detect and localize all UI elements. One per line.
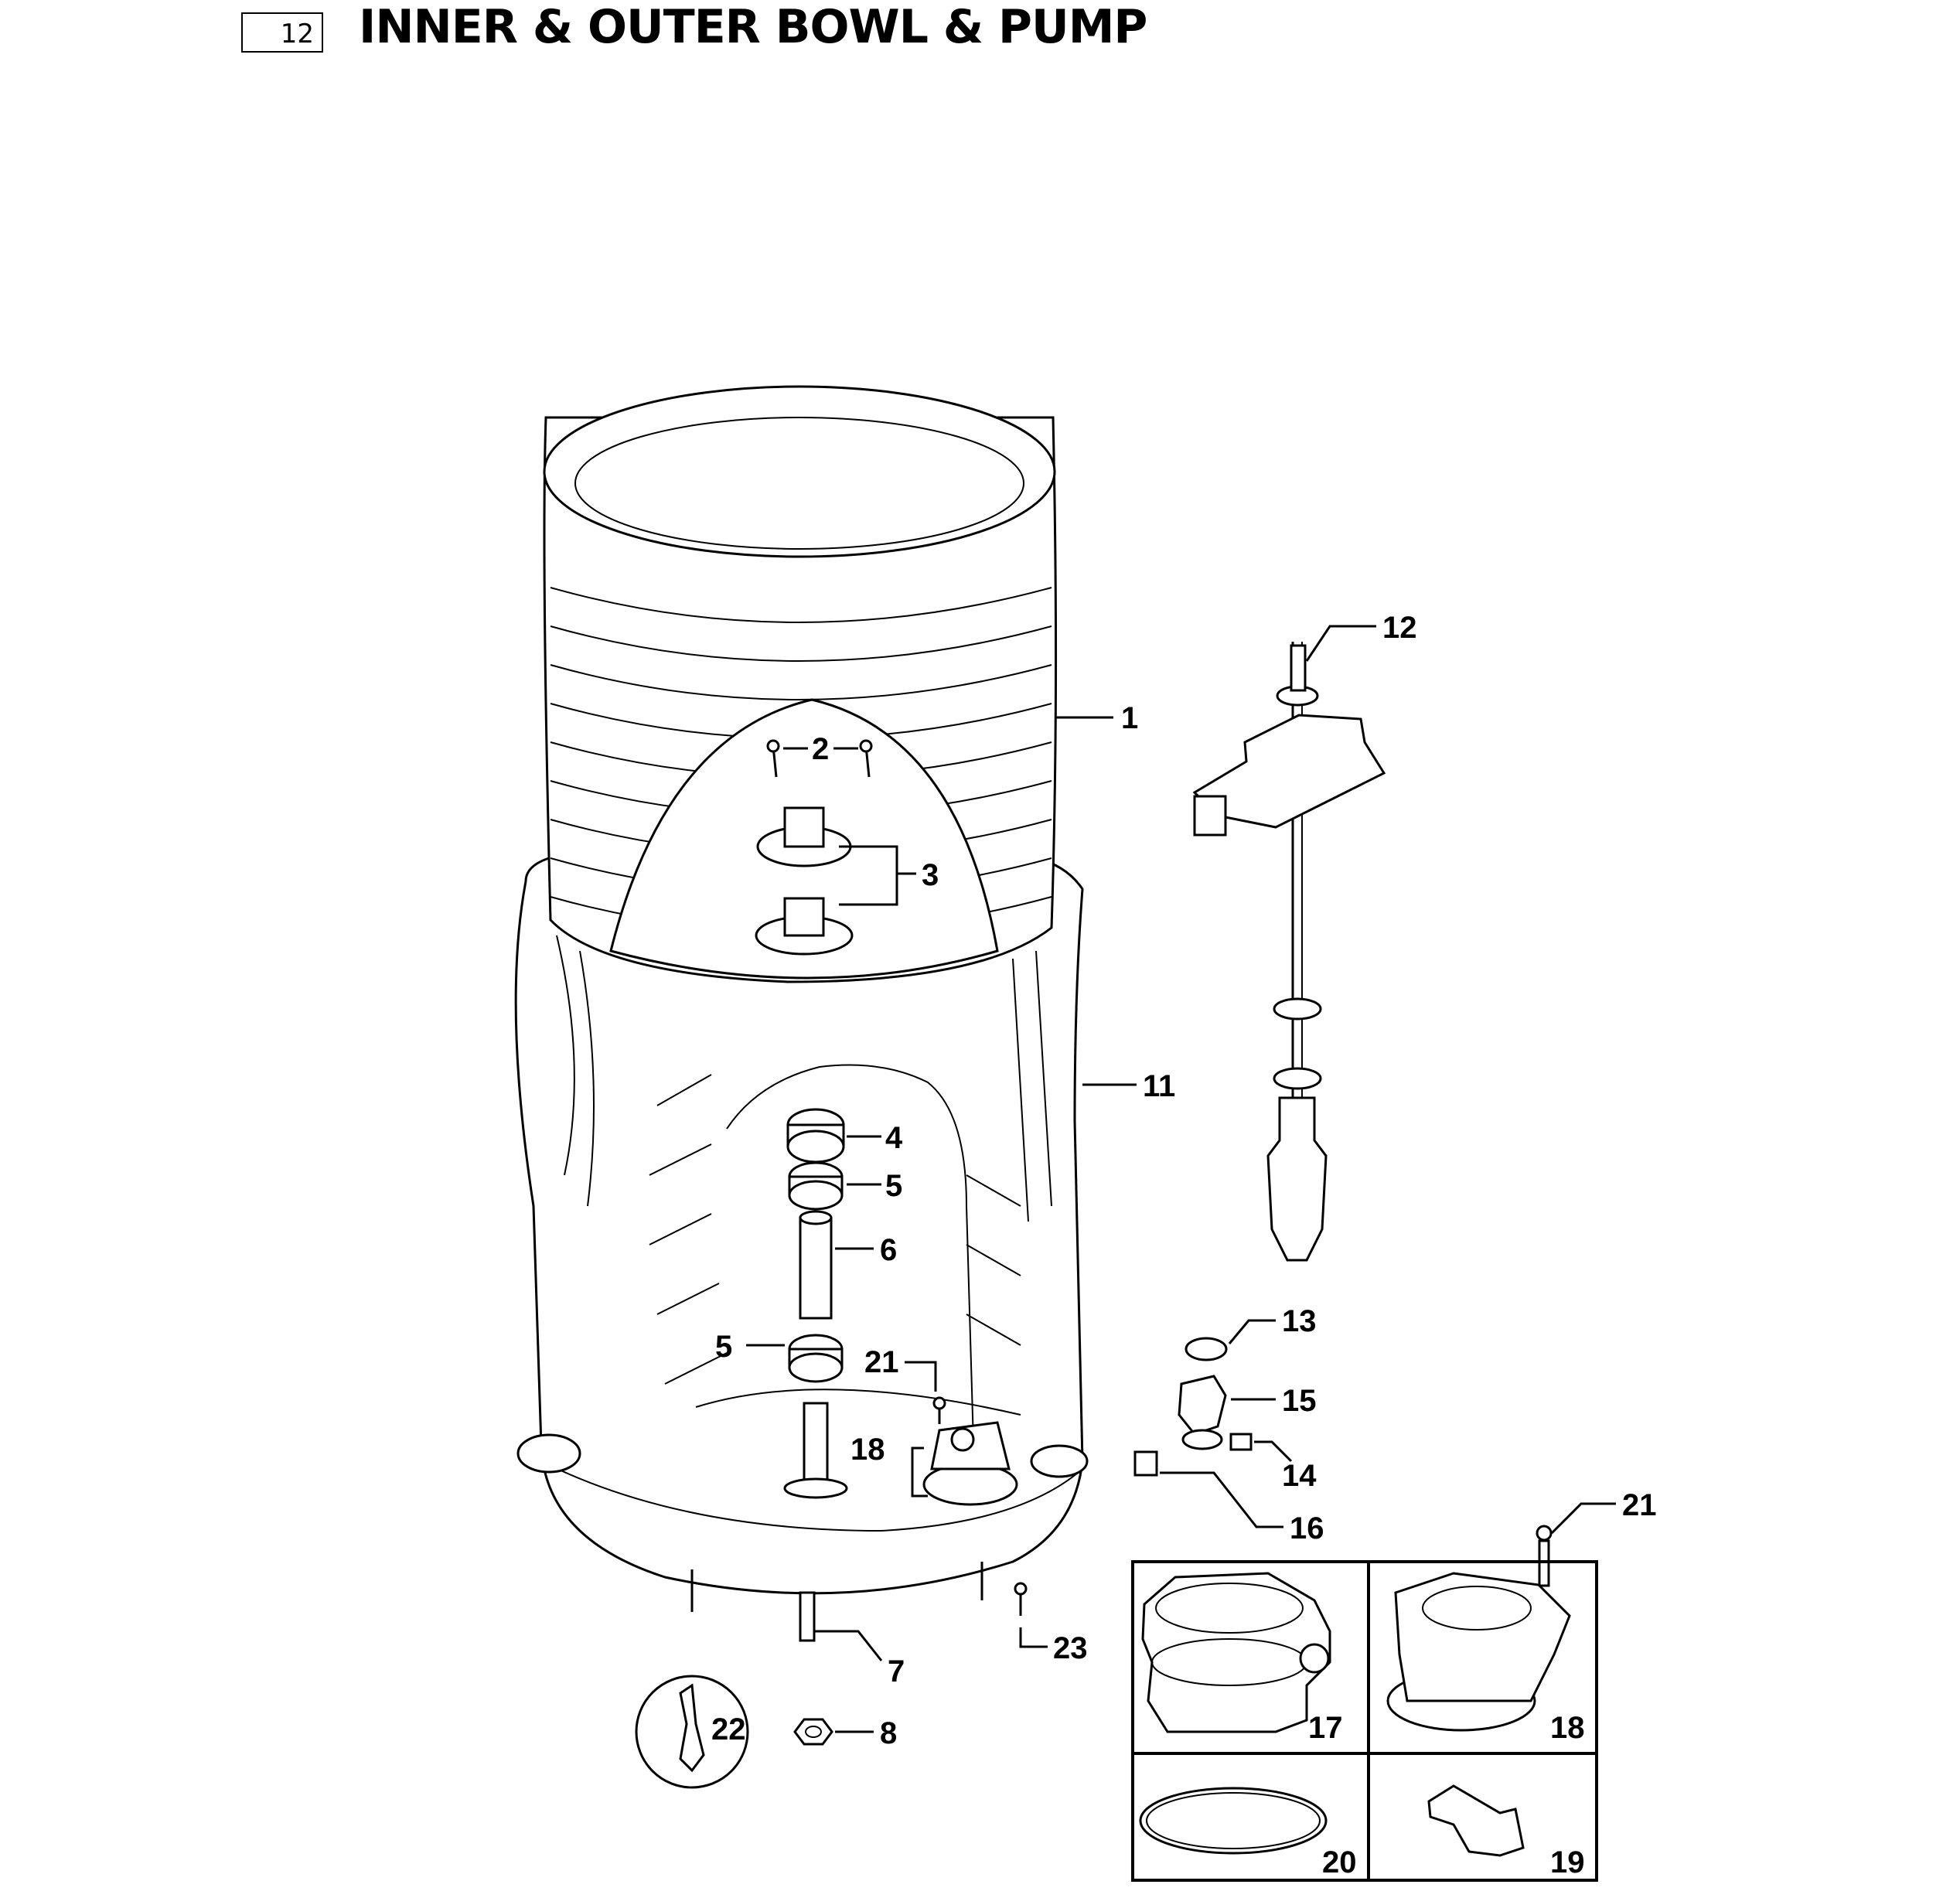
callout-21-tub: 21 bbox=[864, 1345, 899, 1379]
callout-4: 4 bbox=[885, 1121, 903, 1155]
part-19 bbox=[1427, 1784, 1525, 1857]
callout-1: 1 bbox=[1121, 701, 1138, 735]
part-12-sensor bbox=[1192, 642, 1386, 1262]
callout-23: 23 bbox=[1053, 1631, 1088, 1665]
callout-22: 22 bbox=[711, 1712, 746, 1746]
part-23-screw bbox=[1014, 1582, 1048, 1648]
callout-19: 19 bbox=[1550, 1845, 1585, 1879]
callout-8: 8 bbox=[880, 1716, 897, 1750]
page-title: INNER & OUTER BOWL & PUMP bbox=[359, 0, 1147, 54]
callout-3: 3 bbox=[922, 858, 939, 892]
page-number-box: 12 bbox=[241, 12, 323, 53]
part-13-o-ring bbox=[1185, 1337, 1228, 1361]
callout-18-detail: 18 bbox=[1550, 1711, 1585, 1745]
callout-5-lower: 5 bbox=[715, 1330, 732, 1364]
part-22-detail bbox=[635, 1675, 749, 1789]
callout-2: 2 bbox=[812, 732, 829, 766]
header: 12 INNER & OUTER BOWL & PUMP bbox=[0, 0, 1960, 93]
part-20-gasket bbox=[1139, 1787, 1328, 1855]
callout-14: 14 bbox=[1282, 1459, 1317, 1493]
callout-16: 16 bbox=[1290, 1511, 1324, 1545]
callout-12: 12 bbox=[1382, 611, 1417, 645]
part-2-screws bbox=[766, 739, 873, 778]
callout-11: 11 bbox=[1143, 1069, 1175, 1103]
page-number: 12 bbox=[280, 19, 314, 49]
part-21-screw bbox=[1536, 1502, 1616, 1587]
part-16 bbox=[1133, 1450, 1158, 1477]
callout-17: 17 bbox=[1308, 1711, 1343, 1745]
callout-7: 7 bbox=[888, 1654, 905, 1688]
callout-15: 15 bbox=[1282, 1384, 1317, 1418]
bearing-stack bbox=[783, 1108, 848, 1499]
callout-5-upper: 5 bbox=[885, 1169, 902, 1203]
callout-6: 6 bbox=[880, 1233, 897, 1267]
callout-20: 20 bbox=[1322, 1845, 1357, 1879]
pump-in-tub bbox=[922, 1396, 1018, 1506]
callout-18-tub: 18 bbox=[850, 1433, 885, 1467]
callout-21-detail: 21 bbox=[1622, 1488, 1657, 1522]
part-7-bolt bbox=[799, 1591, 883, 1661]
part-15 bbox=[1178, 1375, 1227, 1450]
callout-13: 13 bbox=[1282, 1304, 1317, 1338]
part-14-clip bbox=[1229, 1433, 1253, 1451]
pump-detail-grid bbox=[1131, 1560, 1598, 1882]
part-17-pump bbox=[1141, 1572, 1331, 1733]
part-18-pump bbox=[1386, 1572, 1571, 1732]
part-8-nut bbox=[793, 1718, 874, 1746]
inner-basket bbox=[543, 385, 1058, 983]
